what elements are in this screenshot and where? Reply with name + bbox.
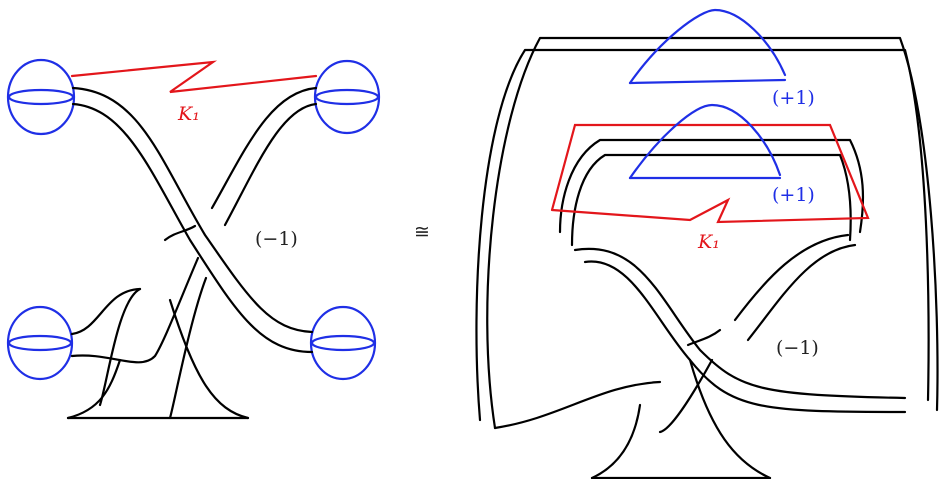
outer-band-1 (486, 36, 939, 430)
bottom-left-strand-b (98, 287, 142, 407)
one-handle-ball-bottom-right (309, 305, 377, 381)
bottom-left-strand-a (70, 287, 142, 336)
knot-k1-left (70, 60, 318, 94)
left-diagram: K₁ (−1) (6, 58, 381, 420)
crossing-hook-left (163, 224, 197, 242)
left-framing-label: (−1) (255, 228, 298, 250)
one-handle-ball-top-right (313, 59, 381, 135)
foot-right-left-curve (590, 403, 642, 479)
outer-band-2 (475, 48, 930, 422)
band-tr-lower-b (168, 276, 208, 420)
equivalence-symbol: ≅ (414, 221, 430, 243)
knot-k1-right (550, 123, 870, 224)
cross-band-under-a (733, 233, 850, 322)
cross-band-upper (573, 247, 907, 400)
band-tr-upper-a (210, 86, 318, 210)
bottom-strand-right (493, 380, 662, 430)
foot-left-curve (66, 358, 122, 420)
cross-band-under-b (746, 243, 857, 342)
right-knot-label: K₁ (697, 231, 720, 253)
right-framing-label: (−1) (776, 337, 819, 359)
band-tr-lower-a (223, 102, 318, 227)
band-tr-upper-b (70, 256, 200, 364)
band-tl-br-upper (71, 86, 314, 334)
framed-unknot-top (628, 8, 787, 85)
framed-unknot-middle (628, 103, 782, 180)
right-diagram: (+1) (+1) K₁ (−1) (475, 8, 939, 479)
crossing-hook-right (686, 328, 722, 347)
band-tl-br-lower (71, 102, 314, 354)
left-knot-label: K₁ (177, 103, 200, 125)
right-upper-framing-label: (+1) (772, 87, 815, 109)
one-handle-ball-bottom-left (6, 305, 74, 381)
cross-band-lower (583, 260, 907, 414)
right-middle-framing-label: (+1) (772, 184, 815, 206)
one-handle-ball-top-left (6, 58, 76, 136)
middle-band-1 (558, 138, 865, 234)
foot-right-curve (168, 298, 250, 420)
cross-band-under-c (658, 358, 714, 434)
foot-right-right-curve (688, 358, 772, 479)
